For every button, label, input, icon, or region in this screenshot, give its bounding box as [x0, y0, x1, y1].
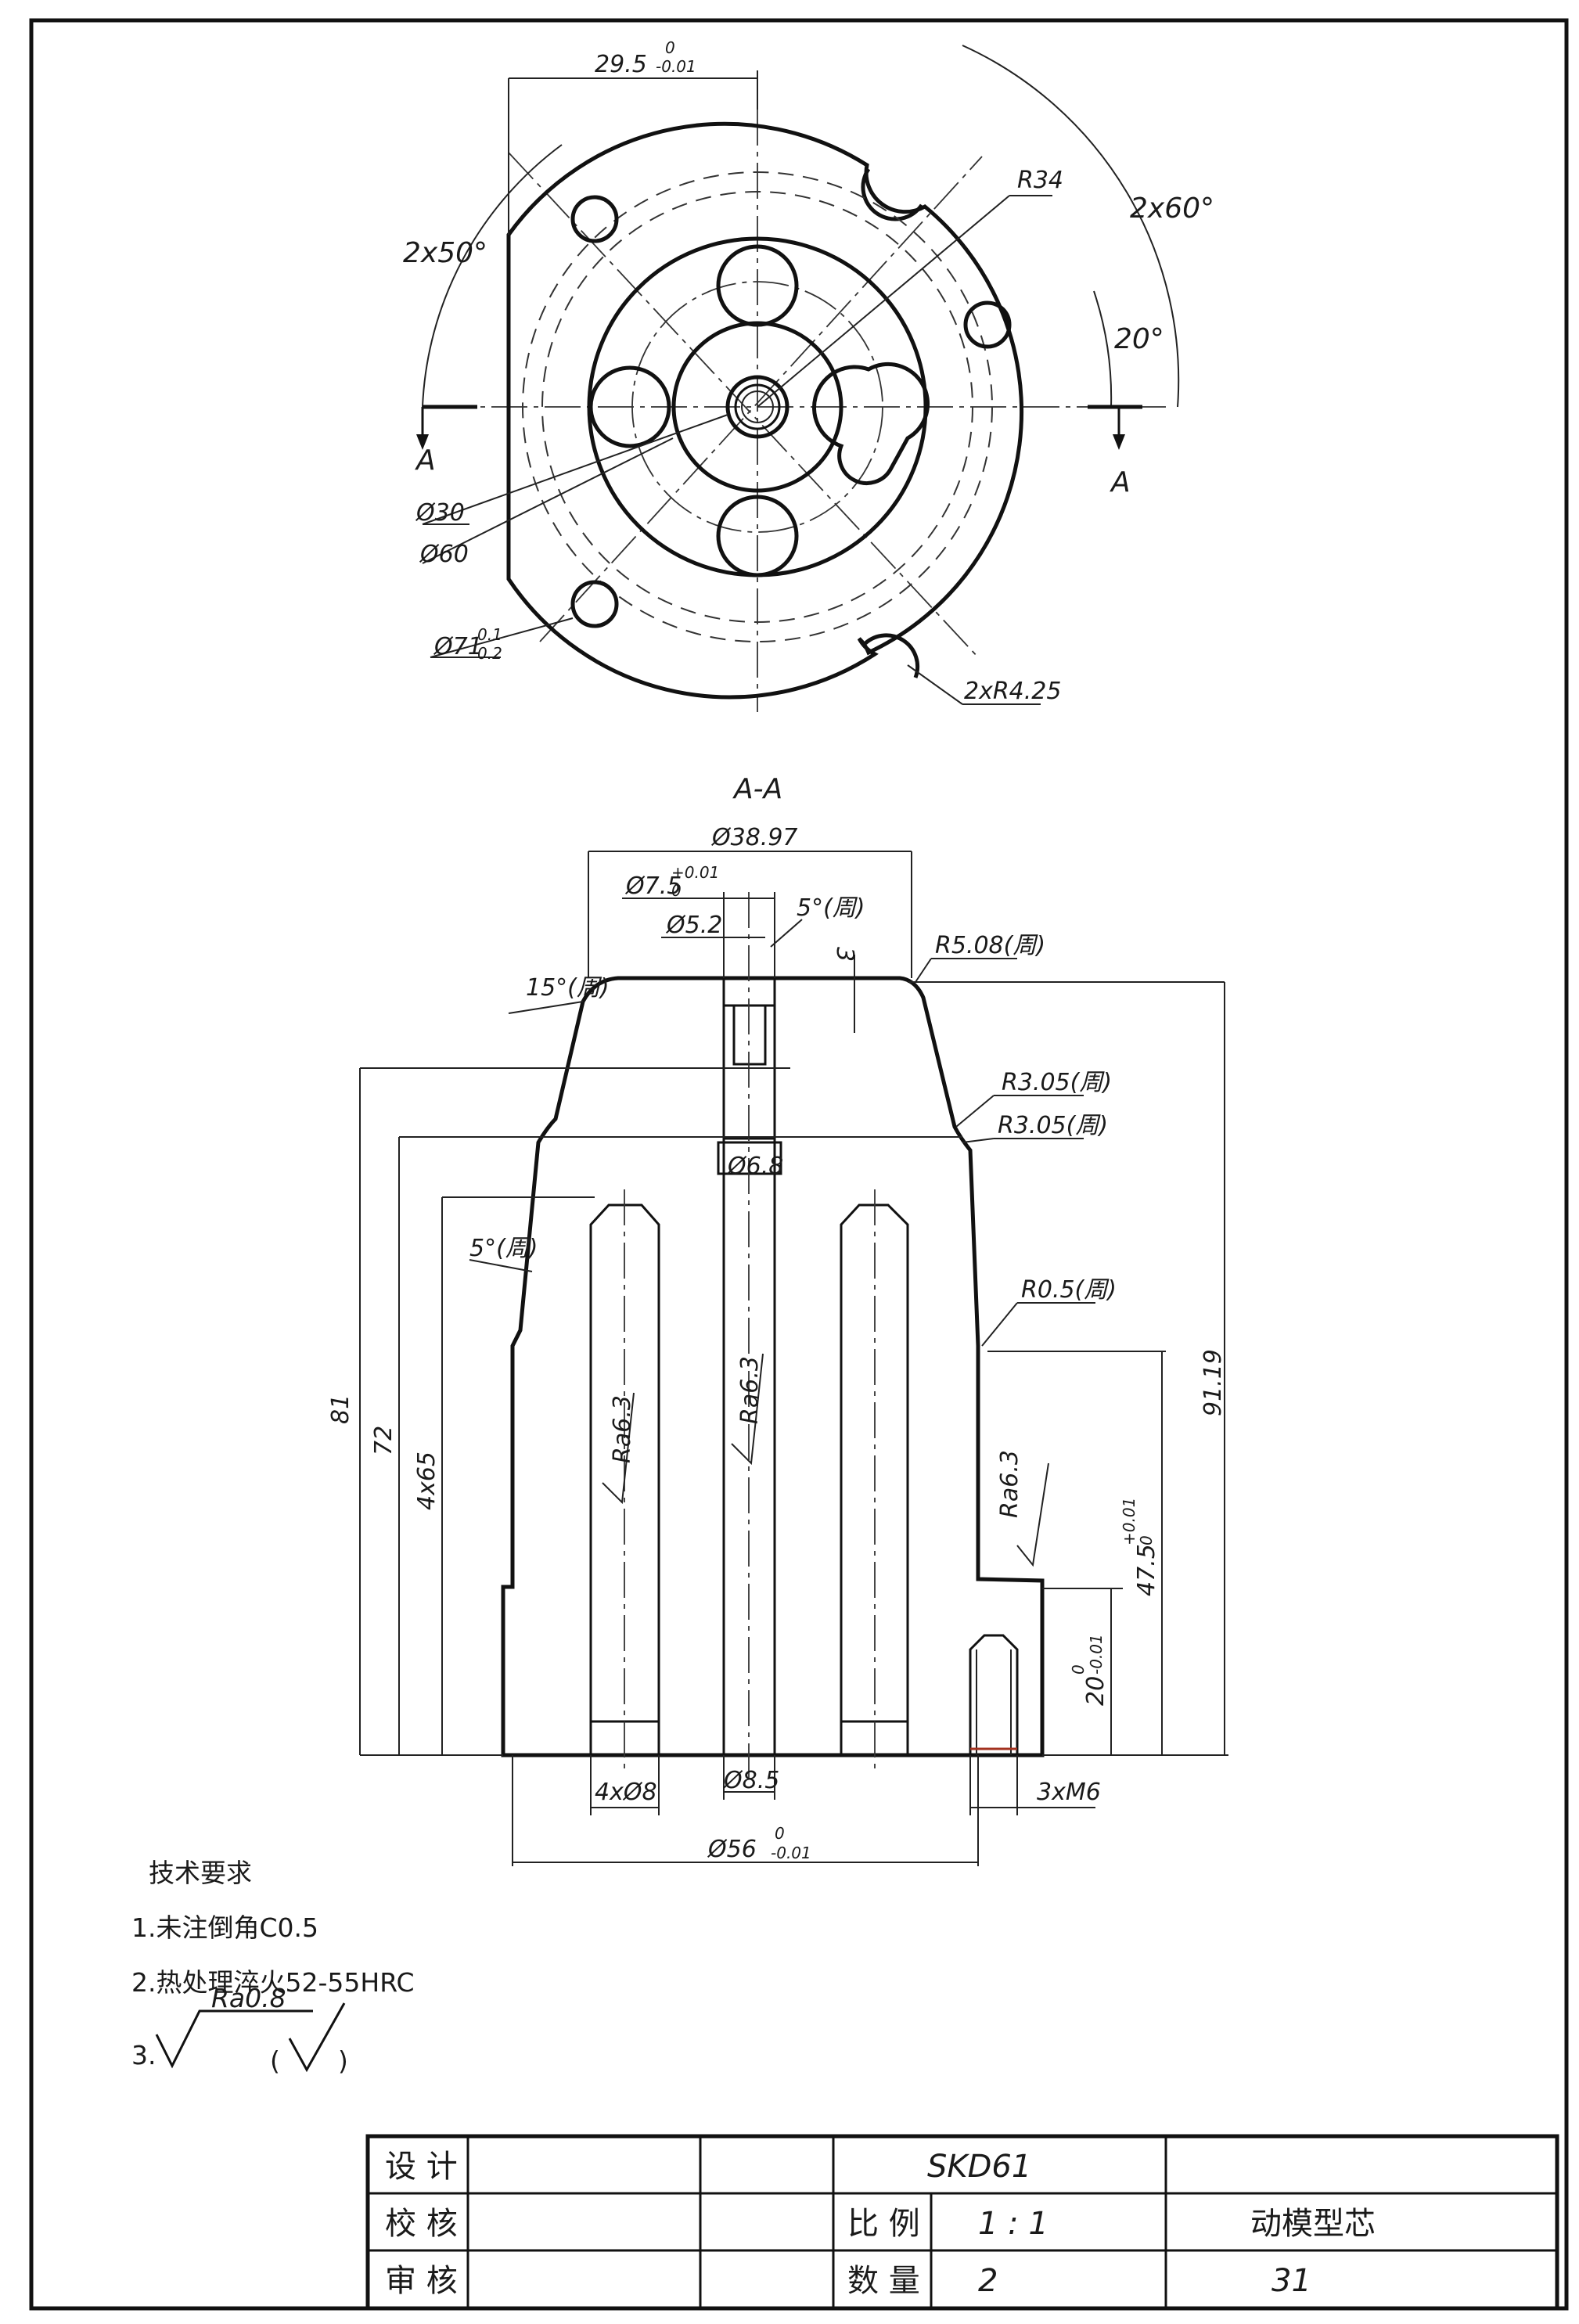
section-view: A-A Ø38.97 Ø7.5 +0.01 0 — [327, 773, 1228, 1866]
dim-20deg: 20° — [1114, 323, 1164, 355]
tb-qty-value: 2 — [978, 2263, 998, 2299]
dim-dia-5-2: Ø5.2 — [665, 912, 722, 939]
dim-r3-05-a: R3.05(周) — [1002, 1069, 1112, 1096]
ejector-boss-left — [588, 365, 671, 448]
dim-dia-71: Ø71 — [433, 633, 483, 660]
center-pin — [725, 375, 790, 439]
dim-dia-7-5: Ø7.5 — [624, 872, 682, 900]
dim-dia-8-5: Ø8.5 — [722, 1767, 779, 1794]
svg-text:0: 0 — [665, 38, 675, 57]
svg-text:Ra6.3: Ra6.3 — [736, 1356, 764, 1424]
technical-requirements: 技术要求 1.未注倒角C0.5 2.热处理淬火52-55HRC 3. Ra0.8… — [131, 1858, 415, 2076]
requirements-heading: 技术要求 — [149, 1858, 252, 1888]
dim-r5-08: R5.08(周) — [935, 932, 1045, 959]
dim-dia-56: Ø56 — [707, 1836, 757, 1863]
svg-text:Ra6.3: Ra6.3 — [609, 1395, 636, 1463]
requirement-2: 2.热处理淬火52-55HRC — [131, 1967, 415, 1998]
tb-review-label: 审 核 — [385, 2263, 458, 2299]
dim-81: 81 — [327, 1394, 354, 1424]
dim-angle-5-side: 5°(周) — [469, 1235, 538, 1262]
tb-design-label: 设 计 — [385, 2149, 458, 2185]
dim-4xdia-8: 4xØ8 — [595, 1779, 657, 1806]
tb-scale-value: 1 : 1 — [978, 2206, 1048, 2242]
section-body-hatched — [501, 976, 1045, 1757]
tb-check-label: 校 核 — [385, 2206, 458, 2242]
svg-text:-0.01: -0.01 — [771, 1844, 811, 1862]
svg-text:+0.01: +0.01 — [671, 863, 719, 882]
roughness-left: Ra6.3 — [602, 1392, 636, 1505]
svg-text:0.2: 0.2 — [477, 644, 502, 663]
dim-2x60: 2x60° — [1130, 192, 1214, 225]
dim-2xr4-25: 2xR4.25 — [964, 678, 1061, 705]
ejector-boss-bottom — [716, 495, 799, 577]
roughness-symbol-general — [288, 2002, 346, 2073]
dim-4x65: 4x65 — [413, 1452, 441, 1510]
top-outer-contour — [506, 121, 1024, 700]
dim-r0-5: R0.5(周) — [1021, 1276, 1117, 1304]
svg-text:Ra0.8: Ra0.8 — [211, 1983, 286, 2013]
ejector-pin-right — [840, 1203, 909, 1757]
requirement-3-num: 3. — [131, 2040, 156, 2070]
screw-hole-2 — [570, 580, 619, 628]
tb-qty-label: 数 量 — [847, 2263, 920, 2299]
ejector-slot-right — [811, 362, 930, 485]
dim-dia-38-97: Ø38.97 — [710, 824, 798, 851]
svg-text:0: 0 — [1069, 1664, 1088, 1675]
dim-20: 20 — [1082, 1676, 1110, 1706]
dim-dia-60: Ø60 — [419, 541, 469, 568]
screw-hole-3 — [963, 300, 1012, 349]
tb-part-name: 动模型芯 — [1250, 2206, 1376, 2242]
roughness-symbol-ra08 — [155, 2009, 313, 2069]
svg-text:): ) — [338, 2045, 348, 2076]
tb-material: SKD61 — [927, 2149, 1031, 2185]
ejector-boss-top — [716, 244, 799, 327]
dim-72: 72 — [370, 1426, 397, 1455]
svg-text:0: 0 — [775, 1824, 785, 1843]
dim-taper-5: 5°(周) — [797, 894, 865, 922]
dim-3xm6: 3xM6 — [1037, 1779, 1101, 1806]
requirement-1: 1.未注倒角C0.5 — [131, 1912, 318, 1943]
dim-91-19: 91.19 — [1200, 1349, 1227, 1416]
drawing-frame — [29, 18, 1569, 2311]
roughness-right: Ra6.3 — [996, 1450, 1049, 1567]
dim-r3-05-b: R3.05(周) — [998, 1112, 1108, 1139]
svg-text:0: 0 — [1137, 1535, 1156, 1545]
svg-text:-0.01: -0.01 — [1087, 1634, 1106, 1675]
dim-3: 3 — [831, 947, 858, 962]
dim-29-5: 29.5 — [595, 51, 647, 78]
svg-text:Ra6.3: Ra6.3 — [996, 1450, 1023, 1518]
tb-drawing-no: 31 — [1271, 2263, 1311, 2299]
svg-text:0.1: 0.1 — [477, 625, 502, 644]
svg-text:-0.01: -0.01 — [656, 57, 696, 76]
dim-dia-30: Ø30 — [415, 499, 465, 527]
dim-2x50: 2x50° — [403, 237, 487, 269]
tb-scale-label: 比 例 — [847, 2206, 920, 2242]
hole-pitch-circle — [522, 171, 993, 642]
top-view: 29.5 0 -0.01 2x50° 2x60° 20° R34 Ø30 Ø60… — [403, 38, 1214, 712]
section-mark-a-right: A — [1110, 466, 1131, 498]
dim-r34: R34 — [1017, 167, 1063, 194]
section-title: A-A — [732, 773, 782, 805]
svg-text:0: 0 — [671, 881, 682, 900]
screw-hole-1 — [570, 195, 619, 243]
dim-angle-15: 15°(周) — [526, 974, 610, 1002]
svg-text:(: ( — [270, 2045, 280, 2076]
dim-47-5: 47.5 — [1133, 1544, 1160, 1596]
roughness-center: Ra6.3 — [731, 1353, 764, 1466]
dim-dia-6-8: Ø6.8 — [726, 1153, 783, 1180]
section-mark-a-left: A — [415, 444, 436, 477]
svg-text:+0.01: +0.01 — [1120, 1498, 1138, 1545]
title-block: 设 计 校 核 审 核 SKD61 比 例 1 : 1 数 量 2 动模型芯 3… — [365, 2134, 1559, 2311]
